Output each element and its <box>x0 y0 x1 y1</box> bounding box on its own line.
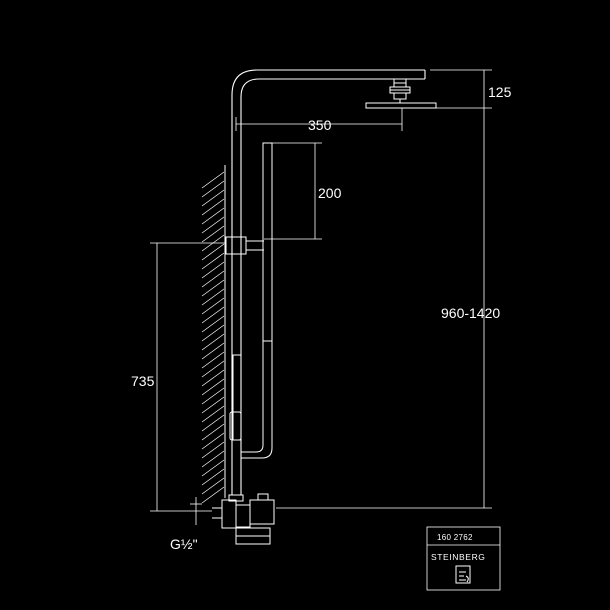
hatch-stroke <box>201 423 225 441</box>
thermostat-mixer <box>212 493 275 545</box>
hatch-stroke <box>201 351 225 369</box>
hatch-stroke <box>201 342 225 360</box>
hatch-stroke <box>201 414 225 432</box>
brand-name: STEINBERG <box>431 552 486 562</box>
hatch-stroke <box>201 279 225 297</box>
hatch-stroke <box>201 216 225 234</box>
hatch-stroke <box>201 243 225 261</box>
hatch-stroke <box>201 360 225 378</box>
hatch-stroke <box>201 207 225 225</box>
hatch-stroke <box>201 306 225 324</box>
dim-overall-height: 960-1420 <box>441 305 500 321</box>
hatch-stroke <box>201 432 225 450</box>
brand-logo-icon <box>455 565 471 584</box>
hatch-stroke <box>201 378 225 396</box>
hatch-stroke <box>201 369 225 387</box>
hatch-stroke <box>201 189 225 207</box>
hatch-stroke <box>201 441 225 459</box>
hatch-stroke <box>201 468 225 486</box>
article-number: 160 2762 <box>437 533 473 542</box>
dim-head-height: 125 <box>488 84 512 100</box>
wall-hatching <box>201 165 226 504</box>
dim-connection: G½" <box>170 536 198 552</box>
hatch-stroke <box>201 297 225 315</box>
hatch-stroke <box>201 171 225 189</box>
dim-bracket-height: 735 <box>131 373 155 389</box>
hatch-stroke <box>201 405 225 423</box>
hatch-stroke <box>201 252 225 270</box>
shower-head <box>365 78 437 109</box>
hatch-stroke <box>201 324 225 342</box>
hatch-stroke <box>201 180 225 198</box>
hatch-stroke <box>201 387 225 405</box>
hatch-stroke <box>201 225 225 243</box>
hatch-stroke <box>201 261 225 279</box>
hatch-stroke <box>201 486 225 504</box>
hatch-stroke <box>201 477 225 495</box>
hand-shower <box>225 142 273 459</box>
hatch-stroke <box>201 288 225 306</box>
hatch-stroke <box>201 450 225 468</box>
hatch-stroke <box>201 396 225 414</box>
title-block: 160 2762 STEINBERG <box>426 526 501 591</box>
hatch-stroke <box>201 198 225 216</box>
hatch-stroke <box>201 333 225 351</box>
hatch-stroke <box>201 315 225 333</box>
dimension-lines <box>150 69 492 525</box>
shower-column <box>231 69 426 495</box>
hatch-stroke <box>201 270 225 288</box>
dim-handshower-height: 200 <box>318 185 342 201</box>
dim-arm-reach: 350 <box>308 117 332 133</box>
hatch-stroke <box>201 459 225 477</box>
